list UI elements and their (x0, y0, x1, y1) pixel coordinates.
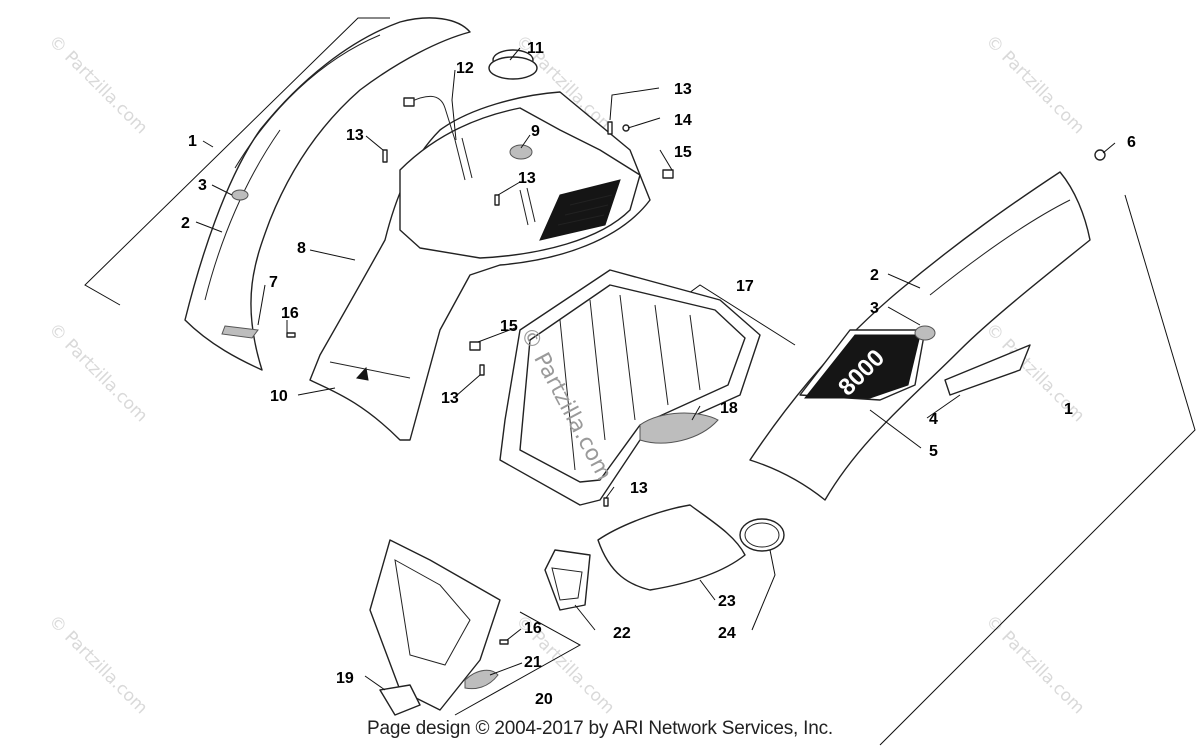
callout-3-left: 3 (198, 177, 207, 194)
page-footer: Page design © 2004-2017 by ARI Network S… (367, 718, 833, 739)
leader-lines (195, 47, 1116, 691)
callout-13-left: 13 (346, 127, 364, 144)
main-hood (309, 91, 651, 441)
callout-18: 18 (720, 400, 738, 417)
callout-8: 8 (297, 240, 306, 257)
callout-15-top: 15 (674, 144, 692, 161)
airbox (499, 269, 761, 506)
callout-4: 4 (929, 411, 938, 428)
callout-1-left: 1 (188, 133, 197, 150)
bracket-left-hood (84, 17, 390, 306)
callout-11: 11 (527, 40, 544, 57)
watermark: © Partzilla.com (981, 31, 1088, 138)
callout-14: 14 (674, 112, 692, 129)
grommet (488, 49, 538, 80)
callout-13-center: 13 (518, 170, 536, 187)
lower-front-assembly (369, 504, 785, 716)
right-side-panel: 8000 (749, 149, 1106, 501)
callout-2-right: 2 (870, 267, 879, 284)
callout-labels: 1 2 3 7 16 10 8 11 12 13 13 9 13 14 15 1… (181, 40, 1136, 708)
watermark: © Partzilla.com (44, 319, 151, 426)
callout-23: 23 (718, 593, 736, 610)
callout-24: 24 (718, 625, 736, 642)
bracket-lower-assembly (454, 611, 582, 716)
callout-10: 10 (270, 388, 288, 405)
callout-17: 17 (736, 278, 754, 295)
callout-15-mid: 15 (500, 318, 518, 335)
left-side-panel (184, 17, 471, 371)
hardware (286, 121, 674, 645)
callout-19: 19 (336, 670, 354, 687)
callout-16-top: 16 (281, 305, 299, 322)
callout-13-top-right: 13 (674, 81, 692, 98)
callout-21: 21 (524, 654, 542, 671)
callout-3-right: 3 (870, 300, 879, 317)
callout-1-right: 1 (1064, 401, 1073, 418)
callout-22: 22 (613, 625, 631, 642)
watermark: © Partzilla.com (44, 31, 151, 138)
callout-2-left: 2 (181, 215, 190, 232)
wire-harness (403, 95, 456, 141)
callout-9: 9 (531, 123, 540, 140)
callout-6: 6 (1127, 134, 1136, 151)
callout-13-lower: 13 (630, 480, 648, 497)
callout-5: 5 (929, 443, 938, 460)
callout-16-lower: 16 (524, 620, 542, 637)
bracket-right-panel (879, 194, 1196, 746)
callout-13-mid: 13 (441, 390, 459, 407)
watermark: © Partzilla.com (44, 611, 151, 718)
callout-20: 20 (535, 691, 553, 708)
callout-7: 7 (269, 274, 278, 291)
callout-12: 12 (456, 60, 474, 77)
